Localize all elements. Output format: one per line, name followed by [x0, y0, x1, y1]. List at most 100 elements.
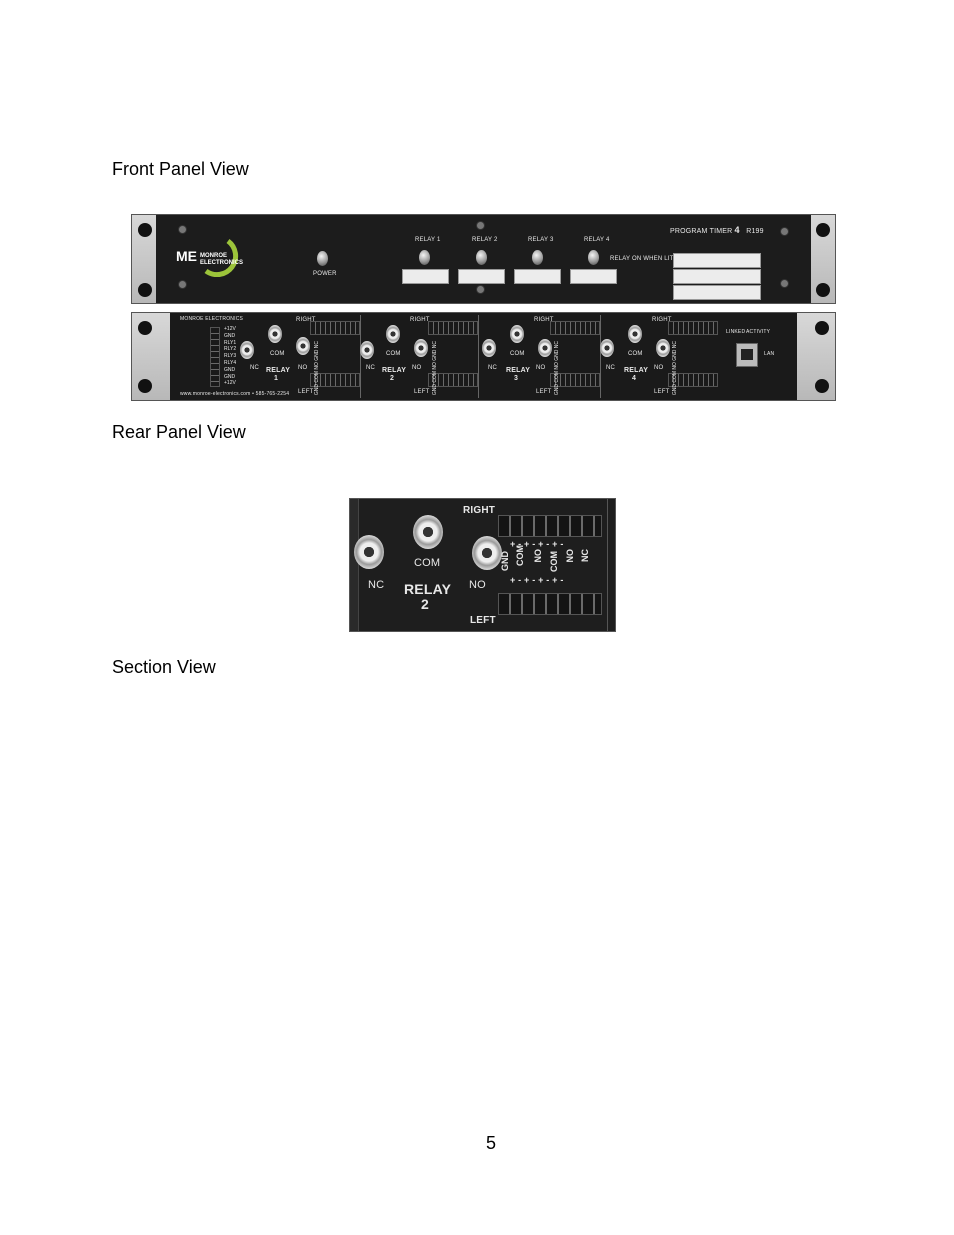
no-label: NO [654, 365, 664, 371]
mount-hole-icon [815, 379, 829, 393]
relay-label: RELAY [382, 367, 407, 374]
no-connector-icon [656, 339, 670, 357]
phone: 585-765-2254 [255, 391, 290, 397]
relay-label: RELAY [506, 367, 531, 374]
nc-label: NC [488, 365, 498, 371]
model-number: R199 [746, 228, 764, 235]
pin-label: GND [224, 373, 236, 380]
power-pin-list: +12V GND RLY1 RLY2 RLY3 RLY4 GND GND +12… [224, 326, 240, 387]
rear-panel-image: MONROE ELECTRONICS +12V GND RLY1 RLY2 RL… [131, 312, 836, 401]
left-label: LEFT [654, 389, 670, 395]
product-title: PROGRAM TIMER 4 R199 [670, 225, 764, 235]
relay2-label: RELAY 2 [472, 237, 498, 243]
section-right-terminal-block [498, 515, 602, 537]
left-terminal-block [668, 373, 718, 387]
right-terminal-block [310, 321, 360, 335]
mount-hole-icon [138, 321, 152, 335]
lan-port-icon [736, 343, 758, 367]
polarity-bottom: + - + - + - + - [510, 575, 564, 585]
rear-brand: MONROE ELECTRONICS [180, 316, 244, 322]
rear-relay-section-3: NC COM NO RELAY 3 RIGHT LEFT GND COM NO … [480, 313, 600, 400]
nc-label: NC [366, 365, 376, 371]
activity-label: ACTIVITY [746, 329, 771, 335]
section-no-label: NO [469, 579, 486, 591]
com-label: COM [628, 351, 643, 357]
mount-hole-icon [138, 379, 152, 393]
no-connector-icon [472, 536, 502, 570]
pin-label: +12V [224, 326, 236, 332]
nc-connector-icon [600, 339, 614, 357]
relay-number: 1 [274, 375, 279, 382]
com-label: COM [270, 351, 285, 357]
no-connector-icon [296, 337, 310, 355]
nc-connector-icon [240, 341, 254, 359]
nc-connector-icon [354, 535, 384, 569]
right-terminal-block [428, 321, 478, 335]
com-connector-icon [386, 325, 400, 343]
relay1-led [419, 250, 430, 265]
com-label: COM [510, 351, 525, 357]
relay1-label-box [402, 269, 449, 284]
nc-label: NC [250, 365, 260, 371]
no-label: NO [412, 365, 422, 371]
pin-labels: GND COM NO GND NC [554, 341, 560, 396]
mount-hole-icon [816, 283, 830, 297]
rear-panel-caption: Rear Panel View [112, 422, 246, 442]
relay1-label: RELAY 1 [415, 237, 441, 243]
relay-number: 3 [514, 375, 519, 382]
left-edge-strip [350, 499, 359, 631]
right-terminal-block [550, 321, 600, 335]
power-led [317, 251, 328, 266]
relay2-led [476, 250, 487, 265]
right-label: RIGHT [410, 317, 430, 323]
relay3-label-box [514, 269, 561, 284]
pin-label: NO [565, 549, 575, 563]
rear-relay-section-1: NC COM NO RELAY 1 RIGHT LEFT GND COM NO … [240, 313, 360, 400]
relay4-label: RELAY 4 [584, 237, 610, 243]
no-connector-icon [538, 339, 552, 357]
section-right-label: RIGHT [463, 505, 496, 516]
right-label: RIGHT [652, 317, 672, 323]
pin-labels: GND COM NO GND NC [432, 341, 438, 396]
section-view-caption: Section View [112, 657, 216, 677]
com-connector-icon [628, 325, 642, 343]
relay2-label-box [458, 269, 505, 284]
pin-label: GND [224, 366, 236, 373]
polarity-top: + - + - + - + - [510, 539, 564, 549]
nc-connector-icon [482, 339, 496, 357]
nc-connector-icon [360, 341, 374, 359]
pin-labels: GND COM NO GND NC [672, 341, 678, 396]
logo-text-1: MONROE [200, 253, 227, 259]
section-view-image: NC COM NO RELAY 2 RIGHT LEFT + - + - + -… [349, 498, 616, 632]
power-terminal-block [210, 327, 220, 387]
section-divider [360, 315, 361, 398]
section-nc-label: NC [368, 579, 385, 591]
nc-label: NC [606, 365, 616, 371]
left-label: LEFT [298, 389, 314, 395]
section-left-terminal-block [498, 593, 602, 615]
relay-number: 4 [632, 375, 637, 382]
left-terminal-block [310, 373, 360, 387]
pin-label: RLY2 [224, 346, 237, 353]
linked-label: LINKED [726, 329, 746, 335]
id-label-box-1 [673, 253, 761, 268]
left-label: LEFT [536, 389, 552, 395]
pin-label: RLY1 [224, 339, 237, 346]
pin-label: RLY3 [224, 353, 237, 360]
screw-icon [476, 285, 485, 294]
mount-hole-icon [138, 283, 152, 297]
front-panel-caption: Front Panel View [112, 159, 249, 179]
pin-label: GND [500, 551, 510, 571]
left-terminal-block [428, 373, 478, 387]
screw-icon [476, 221, 485, 230]
id-label-box-3 [673, 285, 761, 300]
svg-text:ME: ME [176, 248, 197, 264]
section-com-label: COM [414, 557, 441, 569]
pin-label: +12V [224, 380, 236, 387]
relay-label: RELAY [266, 367, 291, 374]
section-divider [478, 315, 479, 398]
pin-labels: GND COM NO GND NC [314, 341, 320, 396]
left-terminal-block [550, 373, 600, 387]
screw-icon [780, 227, 789, 236]
product-name: PROGRAM TIMER [670, 228, 733, 235]
